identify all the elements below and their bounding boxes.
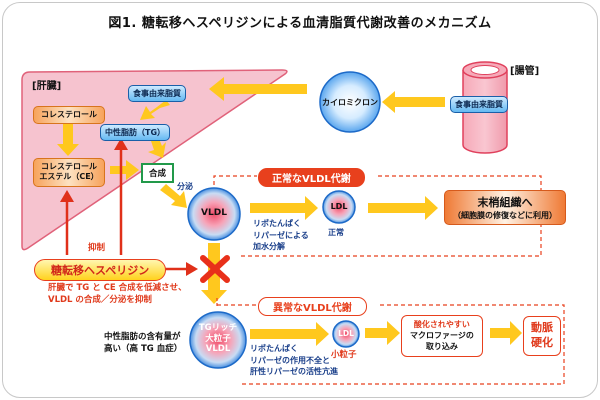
arrow-synthesis-to-vldl: [160, 184, 187, 208]
hesperidin-pill: 糖転移ヘスペリジン: [34, 259, 167, 281]
peripheral-tissue-box: 末梢組織へ （細胞膜の修復などに利用）: [444, 190, 566, 225]
intestine-dietary-lipid-box: 食事由来脂質: [450, 96, 508, 113]
abnormal-vldl-dashed-box: [217, 304, 565, 385]
cholesterol-box: コレステロール: [33, 106, 105, 125]
lipase-line2: リパーゼの作用不全と: [250, 355, 330, 365]
ldl-normal-circle: [322, 190, 356, 224]
hesperidin-effect: 肝臓で TG と CE 合成を低減させ、 VLDL の合成／分泌を抑制: [48, 282, 187, 307]
chylomicron-label: カイロミクロン: [322, 98, 378, 107]
high-tg-note-line1: 中性脂肪の含有量が: [104, 332, 181, 342]
peripheral-main: 末梢組織へ: [477, 196, 533, 209]
hesperidin-effect-line1: 肝臓で TG と CE 合成を低減させ、: [48, 283, 187, 293]
tg-rich-vldl-label: TGリッチ 大粒子 VLDL: [190, 323, 246, 355]
cholesterol-ester-line2: エステル（CE）: [39, 172, 99, 182]
liver-dietary-lipid-box: 食事由来脂質: [128, 85, 186, 102]
cholesterol-ester-box: コレステロール エステル（CE）: [33, 158, 105, 187]
tg-rich-line3: VLDL: [205, 344, 231, 355]
block-x-icon: [200, 255, 230, 283]
arrow-dietary-to-tg: [140, 100, 170, 120]
arrow-vldl-to-ldl: [250, 196, 318, 220]
arrow-ldl-to-periph: [368, 196, 438, 220]
cholesterol-ester-line1: コレステロール: [41, 162, 97, 171]
intestine-label: [腸管]: [510, 66, 540, 77]
hesperidin-effect-line2: VLDL の合成／分泌を抑制: [48, 295, 152, 306]
lipase-line1: リポたんぱく: [250, 344, 298, 353]
triglyceride-box: 中性脂肪（TG）: [100, 124, 171, 141]
synthesis-box: 合成: [141, 163, 175, 183]
vldl-circle: [187, 187, 241, 241]
macrophage-line1: 酸化されやすい: [413, 320, 470, 329]
tg-rich-line2: 大粒子: [205, 333, 231, 344]
hydrolysis-line1: リポたんぱく: [253, 219, 301, 228]
arrow-tgvldl-to-ldl: [250, 322, 329, 346]
lipase-line3: 肝性リパーゼの活性亢進: [250, 367, 338, 377]
arrow-macrophage-to-athero: [490, 321, 522, 345]
ldl-normal-caption: 正常: [328, 228, 344, 237]
atherosclerosis-line2: 硬化: [531, 335, 553, 349]
liver-label: [肝臓]: [32, 81, 62, 92]
arrow-ldl-to-macrophage: [365, 321, 400, 345]
arrow-chylomicron-to-liver: [209, 77, 307, 101]
macrophage-line3: 取り込み: [425, 342, 458, 352]
chylomicron-circle: [319, 71, 381, 133]
lipase-dysfunction-text: リポたんぱく リパーゼの作用不全と 肝性リパーゼの活性亢進: [250, 343, 338, 378]
arrow-ce-to-synthesis: [110, 160, 139, 180]
secretion-label: 分泌: [177, 182, 193, 191]
arrow-cholesterol-to-ce: [57, 122, 79, 156]
ldl-normal-label: LDL: [330, 202, 348, 211]
high-tg-note-line2: 高い（高 TG 血症）: [104, 344, 183, 355]
macrophage-line2: マクロファージの: [410, 331, 474, 341]
peripheral-sub: （細胞膜の修復などに利用）: [453, 211, 557, 220]
vldl-label: VLDL: [201, 208, 227, 218]
ldl-small-circle: [332, 320, 360, 348]
macrophage-box: 酸化されやすい マクロファージの 取り込み: [401, 315, 483, 357]
atherosclerosis-line1: 動脈: [531, 321, 553, 334]
inhibition-label: 抑制: [88, 243, 106, 253]
tg-rich-vldl-circle: [189, 311, 247, 369]
figure-title: 図1. 糖転移ヘスペリジンによる血清脂質代謝改善のメカニズム: [108, 16, 492, 31]
high-tg-note: 中性脂肪の含有量が 高い（高 TG 血症）: [104, 331, 182, 356]
arrow-intestine-to-chylomicron: [382, 91, 445, 113]
ldl-small-caption: 小粒子: [331, 350, 357, 360]
hydrolysis-text: リポたんぱく リパーゼによる 加水分解: [253, 218, 309, 253]
normal-vldl-header: 正常なVLDL代謝: [258, 168, 365, 187]
hydrolysis-line2: リパーゼによる: [253, 230, 309, 240]
abnormal-vldl-header: 異常なVLDL代謝: [258, 297, 367, 316]
ldl-small-label: LDL: [338, 329, 354, 338]
tg-rich-line1: TGリッチ: [198, 323, 238, 333]
hydrolysis-line3: 加水分解: [253, 242, 285, 252]
atherosclerosis-box: 動脈 硬化: [523, 316, 561, 356]
